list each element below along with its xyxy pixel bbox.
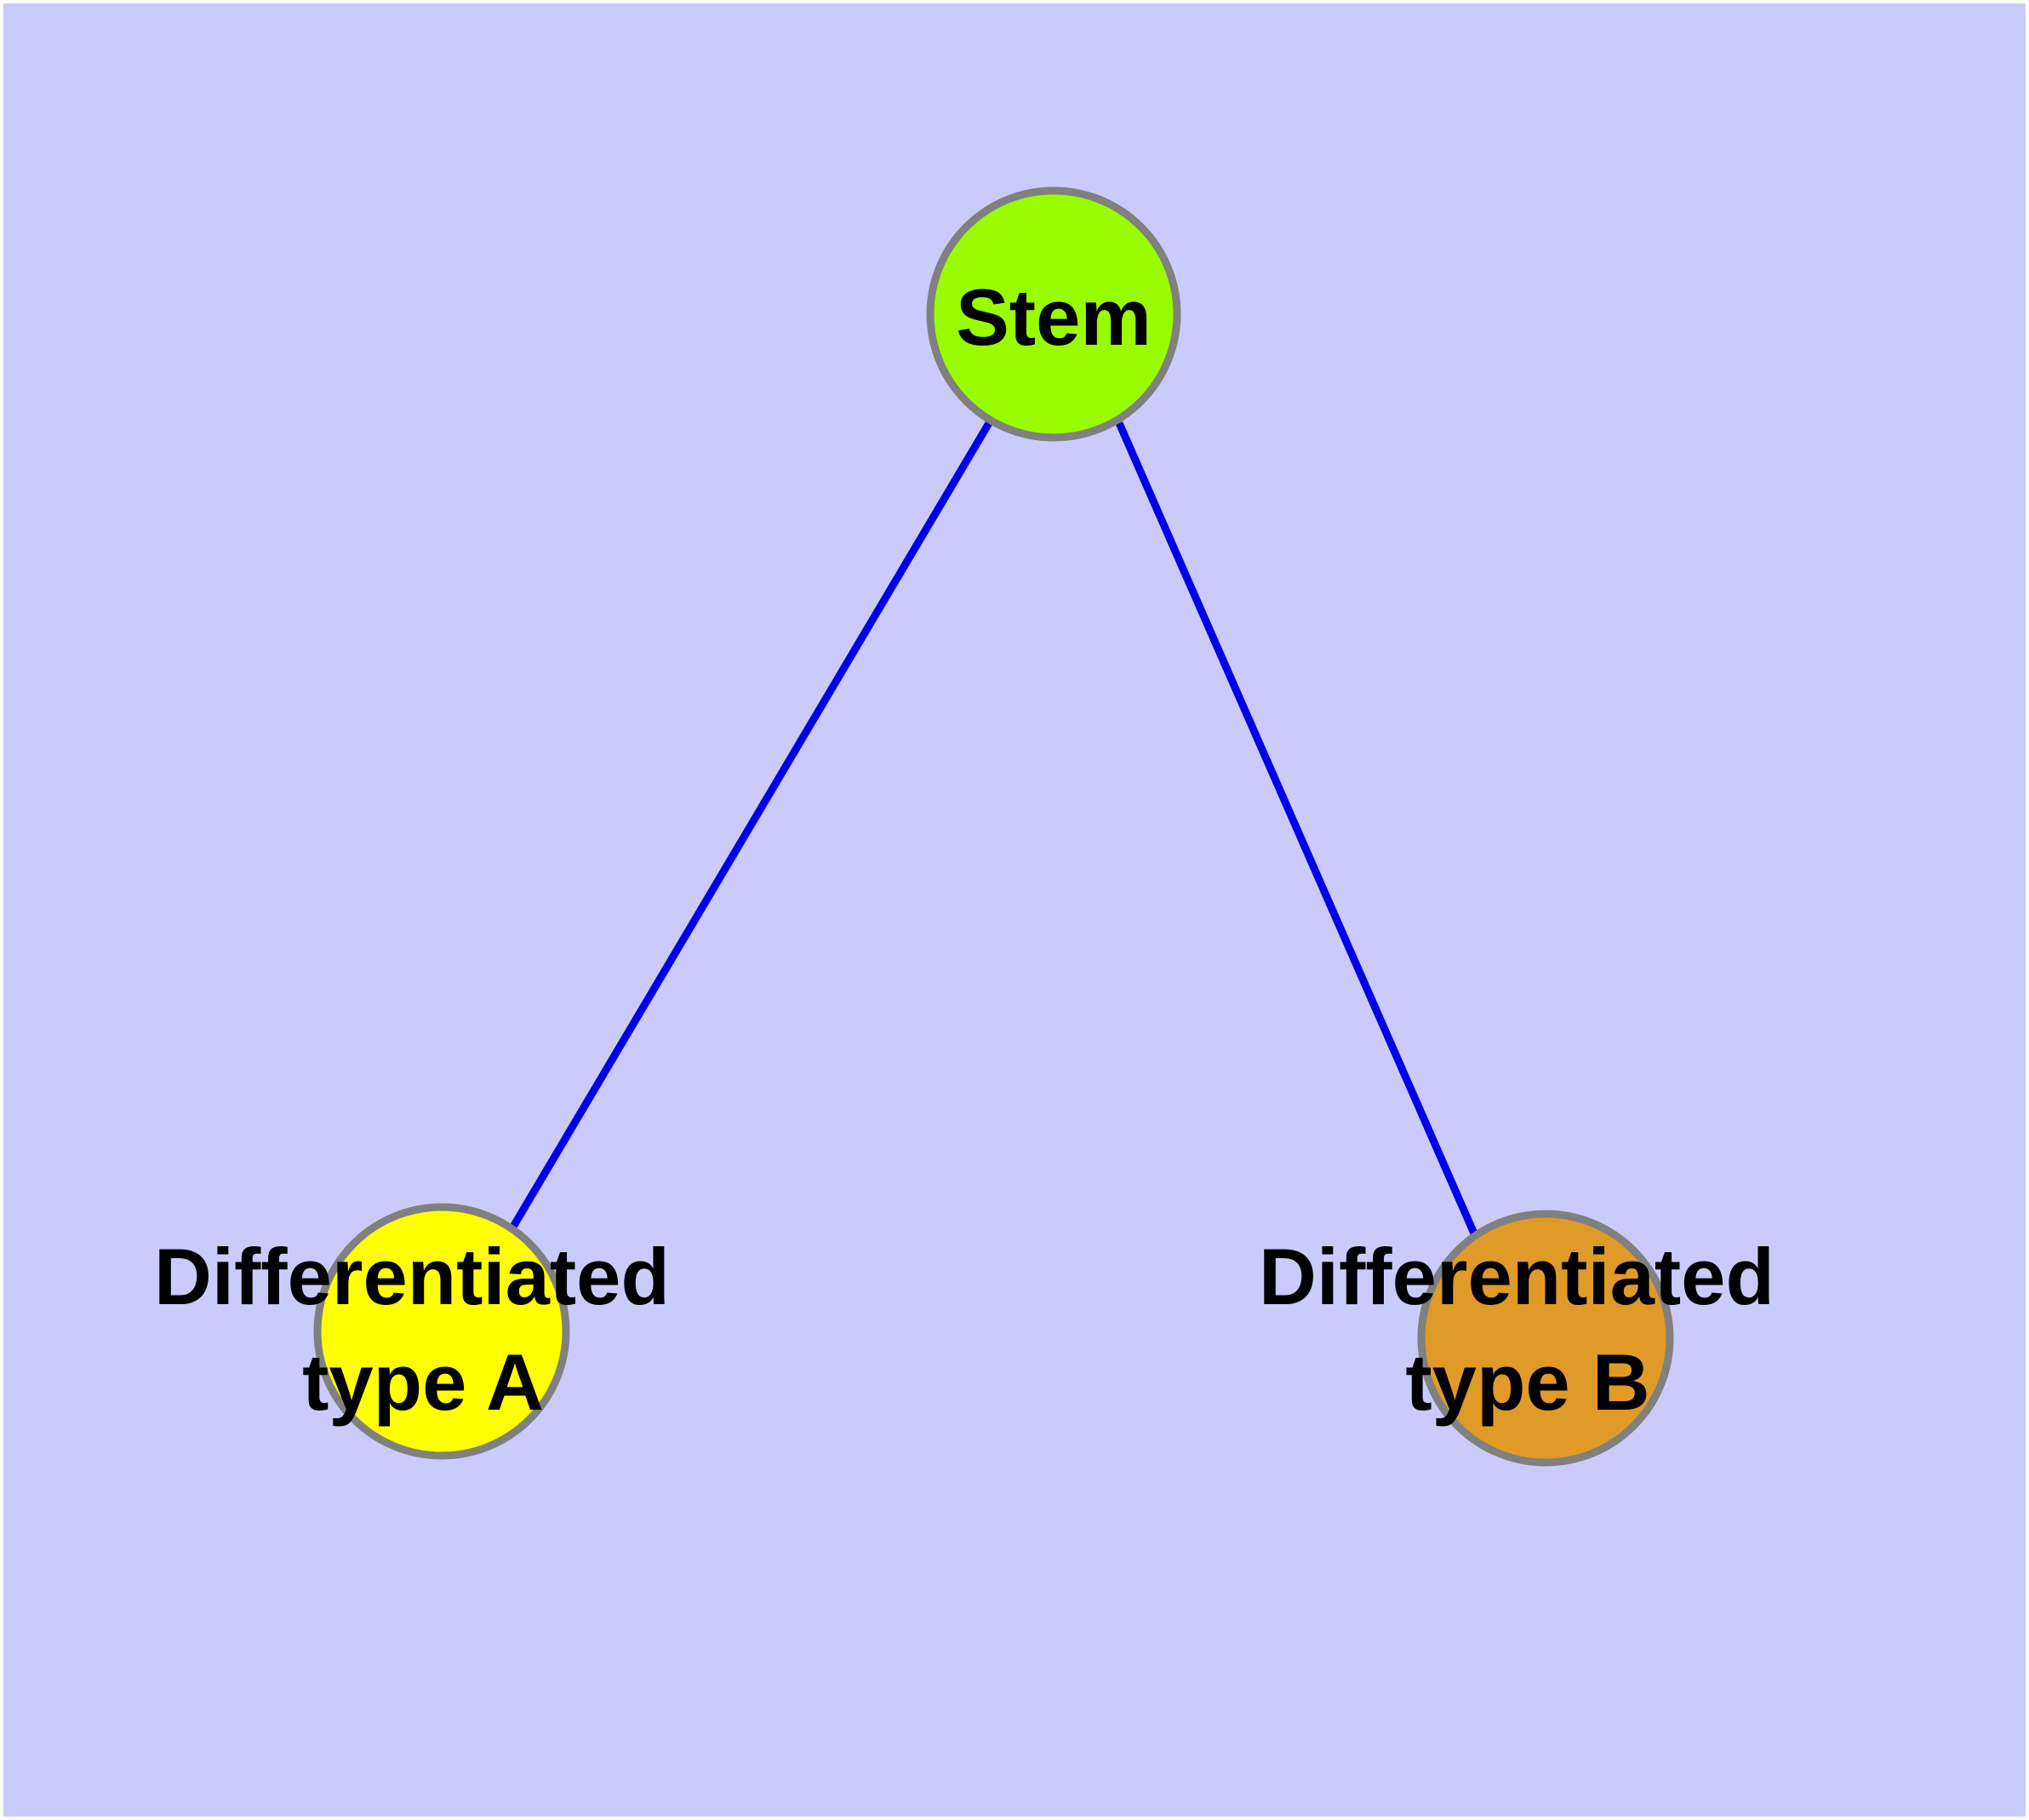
node-differentiated-type-b-circle[interactable] xyxy=(1417,1210,1674,1467)
node-differentiated-type-b-label: Differentiated type B xyxy=(1259,1232,1797,1427)
node-differentiated-type-a-label-line-2: type A xyxy=(302,1337,544,1427)
edge-stem-to-diff-b[interactable] xyxy=(1115,421,1478,1235)
node-differentiated-type-a-label: Differentiated type A xyxy=(154,1232,692,1427)
node-differentiated-type-a-circle[interactable] xyxy=(313,1203,570,1460)
node-stem-label: Stem xyxy=(956,272,1152,362)
node-differentiated-type-a-label-line-1: Differentiated xyxy=(154,1232,670,1321)
edge-stem-to-diff-a[interactable] xyxy=(510,421,992,1229)
node-stem-label-line-1: Stem xyxy=(956,272,1152,362)
nodes-layer: Stem Differentiated type A Differentiate… xyxy=(154,186,1797,1467)
node-stem-circle[interactable] xyxy=(926,186,1181,442)
node-differentiated-type-b[interactable]: Differentiated type B xyxy=(1259,1210,1797,1467)
edges-layer xyxy=(510,421,1478,1235)
node-differentiated-type-b-label-line-1: Differentiated xyxy=(1259,1232,1775,1321)
node-differentiated-type-a[interactable]: Differentiated type A xyxy=(154,1203,692,1460)
node-stem[interactable]: Stem xyxy=(926,186,1181,442)
node-differentiated-type-b-label-line-2: type B xyxy=(1405,1337,1649,1427)
